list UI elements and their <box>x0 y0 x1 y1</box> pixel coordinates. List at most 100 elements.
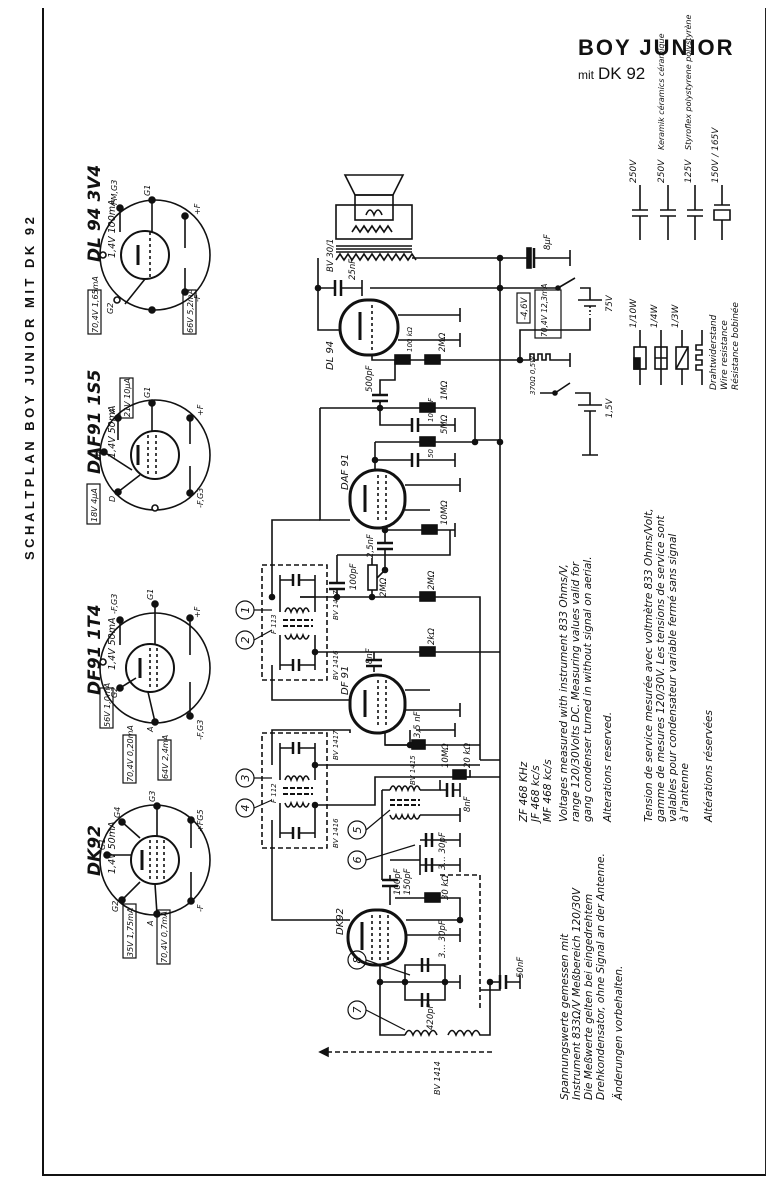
pin-label: G1 <box>98 839 107 850</box>
legend-cap-type: Keramik céramics céramique <box>656 33 666 150</box>
transformer-label: BV 1417 <box>332 730 340 760</box>
df91-heater-label: 1,4V 50mA <box>107 618 118 670</box>
legend-cap-rating: 125V <box>684 159 694 183</box>
legend-resistor-rating: 1/4W <box>650 304 660 328</box>
callout-7: 7 <box>351 1007 364 1014</box>
if-transformer-f112 <box>261 732 328 849</box>
component-label: 100 pF <box>427 397 435 422</box>
component-label: -4,6V <box>520 296 530 320</box>
component-label: 2MΩ <box>427 570 437 590</box>
legend-wire-resistor: Wire resistance <box>720 320 730 390</box>
pin-label: G2 <box>93 449 102 460</box>
component-label: 3… 30pF <box>438 920 448 958</box>
component-label: 100 kΩ <box>406 326 414 352</box>
component-label: 8µF <box>543 234 553 250</box>
note-french-line: valables pour condensateur variable ferm… <box>667 534 679 822</box>
dl94-reading-a: 66V 5,2mA <box>186 289 195 333</box>
component-label: 70,4V 12,3mA <box>540 284 549 337</box>
component-label: 500pF <box>365 365 375 392</box>
component-label: 75V <box>605 294 615 312</box>
dk92-heater-label: 1,4V 50mA <box>107 822 118 874</box>
legend-wire-resistor: Drahtwiderstand <box>709 314 719 390</box>
if-frequency-de: ZF 468 KHz <box>518 761 530 823</box>
page-title: BOY JUNIOR <box>578 35 735 60</box>
note-german-alterations: Änderungen vorbehalten. <box>612 966 625 1101</box>
callout-3: 3 <box>239 775 252 782</box>
note-english-line: Voltages measured with instrument 833 Oh… <box>558 564 570 822</box>
dl94-heater-label: 1,4V 100mA <box>107 199 118 258</box>
legend-wire-resistor: Résistance bobinée <box>730 302 741 390</box>
note-german-line: Drehkondensator, ohne Signal an der Ante… <box>595 853 607 1100</box>
note-french-line: à l'antenne <box>679 763 691 822</box>
transformer-label: BV 1416 <box>332 818 340 848</box>
component-label: 100pF <box>349 563 359 590</box>
tube-label-daf91: DAF 91 <box>340 454 351 490</box>
output-transformer-label: BV 30/1 <box>326 239 336 272</box>
daf91-reading-g2: 18V 4µA <box>90 488 99 522</box>
pin-label: A <box>146 727 155 733</box>
loudspeaker-symbol <box>335 174 417 262</box>
pin-label: +F <box>193 203 202 215</box>
callout-5: 5 <box>351 827 364 834</box>
tube-label-dl94: DL 94 <box>325 341 336 370</box>
pin-label: G2 <box>111 901 120 912</box>
note-french-line: Tension de service mesurée avec voltmètr… <box>643 508 655 822</box>
tube-base-daf91 <box>99 399 211 512</box>
dk92-reading-a: 70,4V 0,7mA <box>160 911 169 963</box>
legend-cap-rating: 150V / 165V <box>711 127 721 183</box>
pin-label: G2 <box>110 687 119 698</box>
df91-reading-g2: 56V 1,0mA <box>103 683 112 727</box>
pin-label: +FG5 <box>196 809 205 832</box>
pin-label: G1 <box>146 589 155 600</box>
component-label: 3,5 nF <box>413 711 423 738</box>
callout-6: 6 <box>351 857 364 864</box>
if-frequency-en: JF 468 kc/s <box>530 765 542 824</box>
pin-label: G3 <box>148 791 157 802</box>
tube-label-dk92: DK92 <box>335 908 346 935</box>
component-label: 8nF <box>463 796 473 812</box>
component-label: 30 kΩ <box>441 875 451 900</box>
subtitle-tube: DK 92 <box>598 64 646 83</box>
pin-label: -F,G3 <box>196 720 205 740</box>
pin-label: G4 <box>113 807 122 818</box>
component-label: 10MΩ <box>441 743 451 768</box>
component-label: 10MΩ <box>440 500 450 525</box>
if-frequency-fr: MF 468 kc/s <box>542 759 554 822</box>
pin-label: A <box>108 409 117 415</box>
component-label: 50nF <box>516 957 526 978</box>
callout-8: 8 <box>351 957 364 964</box>
component-label: 50 pF <box>427 437 435 458</box>
tube-label-df91: DF 91 <box>340 666 351 695</box>
tube-dl94 <box>338 298 400 357</box>
callout-4: 4 <box>239 805 252 812</box>
df91-reading-g2-alt: 70,4V 0,20mA <box>126 725 135 782</box>
tube-base-df91 <box>99 600 211 726</box>
transformer-label: F 112 <box>270 783 278 803</box>
pin-label: -F,G3 <box>196 488 205 508</box>
note-german-line: Die Meßwerte gelten bei eingedrehtem <box>583 894 595 1100</box>
component-label: 2MΩ <box>379 577 389 597</box>
daf91-reading-a: 21V 10µA <box>123 378 132 417</box>
transformer-label: BV 1416 <box>332 650 340 680</box>
legend-resistor-rating: 1/3W <box>671 304 681 328</box>
if-transformer-f113 <box>261 564 328 681</box>
pin-label: G2 <box>106 303 115 314</box>
component-label: 1,5V <box>605 397 615 418</box>
transformer-label: BV 1415 <box>409 755 417 785</box>
component-label: 20 kΩ <box>463 743 473 768</box>
callout-1: 1 <box>239 607 252 614</box>
pin-label: G1 <box>143 387 152 398</box>
legend-cap-rating: 250V <box>657 159 667 183</box>
legend-resistor-rating: 1/10W <box>629 298 639 328</box>
component-label: 2,5nF <box>366 534 376 558</box>
transformer-label: BV 1417 <box>332 590 340 620</box>
pin-label: +F <box>193 606 202 618</box>
note-french-line: gamme de mesures 120/30V. Les tensions d… <box>655 515 667 822</box>
callout-2: 2 <box>239 637 252 644</box>
dl94-type-label: DL 94 3V4 <box>85 165 105 262</box>
note-english-line: range 120/30Volts DC. Measuring values v… <box>570 561 582 822</box>
transformer-label: F 113 <box>270 614 278 634</box>
